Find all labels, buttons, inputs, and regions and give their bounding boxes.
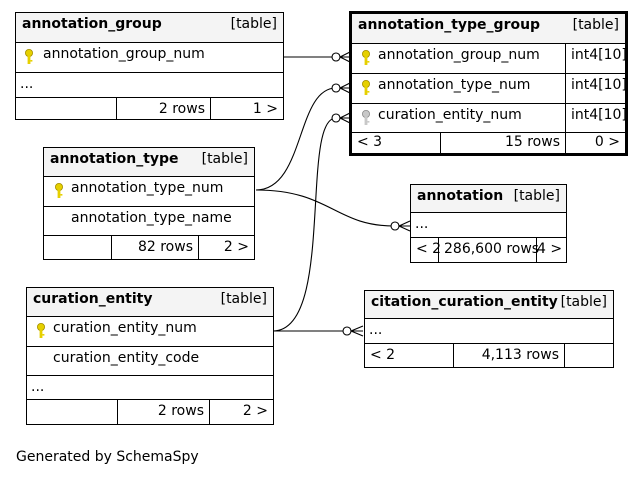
children-count xyxy=(565,344,613,368)
edge-end-circle xyxy=(342,326,352,336)
primary-key-icon xyxy=(55,183,63,198)
parents-count xyxy=(16,98,117,120)
column-row[interactable]: ... xyxy=(16,73,283,98)
column-name: ... xyxy=(31,379,45,395)
table-annotation-type-group[interactable]: annotation_type_group [table] annotation… xyxy=(349,11,628,156)
table-footer: 2 rows 1 > xyxy=(16,98,283,120)
column-row[interactable]: annotation_type_num xyxy=(44,177,254,207)
table-header: curation_entity [table] xyxy=(27,288,273,317)
column-row[interactable]: annotation_type_name xyxy=(44,207,254,236)
column-row[interactable]: ... xyxy=(27,376,273,400)
table-type-tag: [table] xyxy=(572,17,619,33)
crow-foot xyxy=(398,220,411,232)
edge-type-to-typegroup xyxy=(255,87,337,191)
children-count[interactable]: 1 > xyxy=(252,101,278,117)
column-row[interactable]: annotation_type_num int4[10] xyxy=(352,74,627,104)
primary-key-icon xyxy=(25,49,33,64)
row-count: 286,600 rows xyxy=(439,238,539,263)
primary-key-icon xyxy=(37,323,45,338)
column-row[interactable]: curation_entity_num int4[10] xyxy=(352,104,627,133)
row-count: 2 rows xyxy=(118,400,210,425)
parents-count xyxy=(27,400,118,425)
table-type-tag: [table] xyxy=(513,188,560,204)
column-type: int4[10] xyxy=(571,47,627,63)
table-header: annotation [table] xyxy=(411,185,566,213)
table-annotation-group[interactable]: annotation_group [table] annotation_grou… xyxy=(15,12,284,120)
column-row[interactable]: annotation_group_num int4[10] xyxy=(352,44,627,74)
column-row[interactable]: ... xyxy=(365,319,613,344)
table-footer: < 2 4,113 rows xyxy=(365,344,613,368)
table-header: annotation_group [table] xyxy=(16,13,283,43)
table-name[interactable]: annotation_group xyxy=(22,16,162,32)
column-name: annotation_type_name xyxy=(71,210,232,226)
column-name: curation_entity_code xyxy=(53,350,200,366)
crow-foot xyxy=(339,51,351,63)
column-name: annotation_type_num xyxy=(378,77,531,93)
column-name: annotation_group_num xyxy=(43,46,205,62)
foreign-key-icon xyxy=(362,110,370,125)
table-name[interactable]: annotation_type_group xyxy=(358,17,541,33)
generator-credit: Generated by SchemaSpy xyxy=(16,449,199,465)
table-footer: < 3 15 rows 0 > xyxy=(352,133,625,153)
edge-end-circle xyxy=(390,221,400,231)
edge-type-to-annotation xyxy=(255,189,395,227)
table-header: annotation_type [table] xyxy=(44,148,254,177)
table-curation-entity[interactable]: curation_entity [table] curation_entity_… xyxy=(26,287,274,425)
parents-count[interactable]: < 2 xyxy=(411,238,441,263)
column-cell: annotation_type_num xyxy=(352,74,566,103)
table-citation-curation-entity[interactable]: citation_curation_entity [table] ... < 2… xyxy=(364,290,614,368)
table-footer: < 2 286,600 rows 4 > xyxy=(411,238,566,263)
children-count[interactable]: 2 > xyxy=(242,403,268,419)
primary-key-icon xyxy=(362,50,370,65)
crow-foot xyxy=(339,82,351,94)
table-name[interactable]: annotation xyxy=(417,188,504,204)
children-count[interactable]: 4 > xyxy=(537,241,563,257)
table-footer: 2 rows 2 > xyxy=(27,400,273,425)
column-name: annotation_group_num xyxy=(378,47,540,63)
column-name: ... xyxy=(20,76,34,92)
edge-entity-to-typegroup xyxy=(272,117,337,332)
row-count: 15 rows xyxy=(441,133,566,153)
row-count: 2 rows xyxy=(117,98,211,120)
crow-foot xyxy=(350,325,364,337)
column-row[interactable]: ... xyxy=(411,213,566,238)
edge-end-circle xyxy=(331,52,341,62)
column-name: ... xyxy=(415,216,429,232)
table-name[interactable]: annotation_type xyxy=(50,151,179,167)
table-annotation-type[interactable]: annotation_type [table] annotation_type_… xyxy=(43,147,255,260)
row-count: 4,113 rows xyxy=(454,344,565,368)
edge-end-circle xyxy=(331,83,341,93)
table-name[interactable]: citation_curation_entity xyxy=(371,294,558,310)
table-header: annotation_type_group [table] xyxy=(352,14,625,44)
table-type-tag: [table] xyxy=(560,294,607,310)
table-annotation[interactable]: annotation [table] ... < 2 286,600 rows … xyxy=(410,184,567,263)
column-name: curation_entity_num xyxy=(53,320,197,336)
crow-foot xyxy=(339,112,351,124)
children-count[interactable]: 0 > xyxy=(594,134,620,150)
table-name[interactable]: curation_entity xyxy=(33,291,153,307)
column-type: int4[10] xyxy=(571,77,627,93)
parents-count[interactable]: < 2 xyxy=(365,344,454,368)
column-row[interactable]: curation_entity_num xyxy=(27,317,273,347)
column-cell: annotation_group_num xyxy=(352,44,566,73)
column-type: int4[10] xyxy=(571,107,627,123)
parents-count[interactable]: < 3 xyxy=(352,133,441,153)
table-type-tag: [table] xyxy=(230,16,277,32)
table-type-tag: [table] xyxy=(201,151,248,167)
edge-end-circle xyxy=(331,113,341,123)
children-count[interactable]: 2 > xyxy=(223,239,249,255)
column-name: annotation_type_num xyxy=(71,180,224,196)
column-row[interactable]: annotation_group_num xyxy=(16,43,283,73)
table-footer: 82 rows 2 > xyxy=(44,236,254,260)
row-count: 82 rows xyxy=(112,236,199,260)
column-name: ... xyxy=(369,322,383,338)
table-type-tag: [table] xyxy=(220,291,267,307)
column-name: curation_entity_num xyxy=(378,107,522,123)
primary-key-icon xyxy=(362,80,370,95)
column-cell: curation_entity_num xyxy=(352,104,566,132)
table-header: citation_curation_entity [table] xyxy=(365,291,613,319)
parents-count xyxy=(44,236,112,260)
column-row[interactable]: curation_entity_code xyxy=(27,347,273,376)
